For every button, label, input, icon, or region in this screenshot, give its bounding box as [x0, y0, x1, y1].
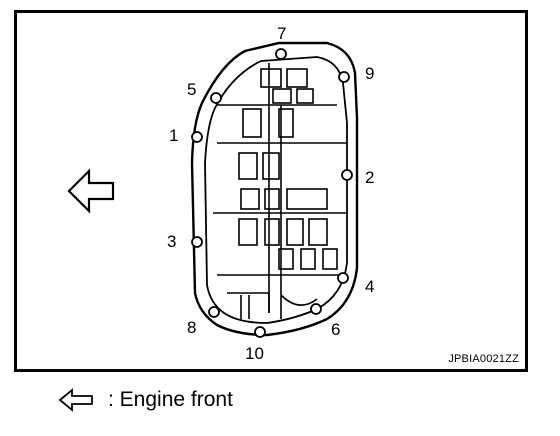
bolt-label-8: 8 [187, 318, 196, 337]
figure-reference-code: JPBIA0021ZZ [448, 353, 519, 365]
bolt-4 [337, 272, 349, 284]
legend: : Engine front [58, 386, 233, 414]
bolt-2 [341, 169, 353, 181]
bolt-label-7: 7 [277, 24, 286, 43]
legend-label: : Engine front [108, 388, 233, 411]
bolt-10 [254, 326, 266, 338]
bolt-7 [275, 48, 287, 60]
oil-pan-inner-outline [204, 56, 348, 324]
bolt-3 [191, 236, 203, 248]
bolt-label-4: 4 [365, 277, 374, 296]
bolt-label-6: 6 [331, 320, 340, 339]
bolt-label-9: 9 [365, 64, 374, 83]
bolt-labels: 1 2 3 4 5 6 7 8 9 10 [167, 24, 374, 363]
bolt-label-3: 3 [167, 232, 176, 251]
bolt-9 [338, 71, 350, 83]
bolt-6 [310, 303, 322, 315]
bolt-label-5: 5 [187, 80, 196, 99]
bolt-5 [210, 92, 222, 104]
oil-pan-bolt-diagram: 1 2 3 4 5 6 7 8 9 10 [67, 24, 374, 363]
bolt-label-10: 10 [245, 344, 264, 363]
bolt-label-1: 1 [169, 126, 178, 145]
bolt-holes [191, 48, 353, 338]
bolt-label-2: 2 [365, 168, 374, 187]
oil-pan-ribs [213, 63, 347, 319]
bolt-8 [208, 306, 220, 318]
engine-front-arrow-icon [67, 168, 115, 214]
left-arrow-outline-icon [58, 388, 93, 412]
bolt-1 [191, 131, 203, 143]
oil-pan-outer-outline [190, 41, 359, 337]
diagram-frame: 1 2 3 4 5 6 7 8 9 10 JPBIA0021ZZ [14, 10, 528, 372]
